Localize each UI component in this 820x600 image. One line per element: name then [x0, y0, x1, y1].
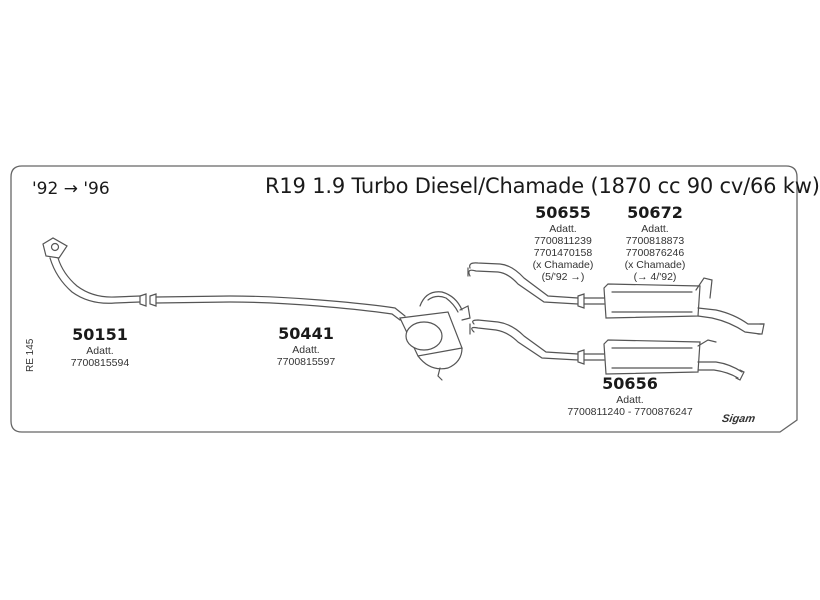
- part-number-50441: 50441: [278, 324, 334, 343]
- ref-50656-1: 7700811240 - 7700876247: [567, 406, 693, 418]
- ref-50672-4: (→ 4/'92): [633, 271, 677, 283]
- adapt-label-50441: Adatt.: [292, 344, 320, 356]
- ref-50672-2: 7700876246: [625, 247, 685, 259]
- year-range: '92 → '96: [32, 179, 110, 199]
- adapt-label-50672: Adatt.: [641, 223, 669, 235]
- side-code: RE 145: [25, 338, 36, 372]
- adapt-label-50656: Adatt.: [616, 394, 644, 406]
- diagram-border: [10, 165, 798, 433]
- ref-50441-1: 7700815597: [276, 356, 336, 368]
- ref-50672-3: (x Chamade): [624, 259, 686, 271]
- brand-logo: Sigam: [721, 413, 757, 425]
- front-pipe-50151: [42, 237, 147, 307]
- diagram-title: R19 1.9 Turbo Diesel/Chamade (1870 cc 90…: [265, 174, 820, 198]
- ref-50672-1: 7700818873: [625, 235, 685, 247]
- part-number-50672: 50672: [627, 203, 683, 222]
- middle-pipe-50441: [149, 291, 471, 381]
- adapt-label-50151: Adatt.: [86, 345, 114, 357]
- ref-50655-4: (5/'92 →): [541, 271, 585, 283]
- exhaust-diagram: [10, 165, 798, 433]
- ref-50655-3: (x Chamade): [532, 259, 594, 271]
- part-number-50656: 50656: [602, 374, 658, 393]
- rear-assembly-50656: [469, 319, 745, 381]
- ref-50655-1: 7700811239: [534, 235, 592, 247]
- rear-assembly-50655-50672: [467, 262, 765, 335]
- part-number-50655: 50655: [535, 203, 591, 222]
- adapt-label-50655: Adatt.: [549, 223, 577, 235]
- ref-50655-2: 7701470158: [533, 247, 593, 259]
- part-number-50151: 50151: [72, 325, 128, 344]
- ref-50151-1: 7700815594: [70, 357, 130, 369]
